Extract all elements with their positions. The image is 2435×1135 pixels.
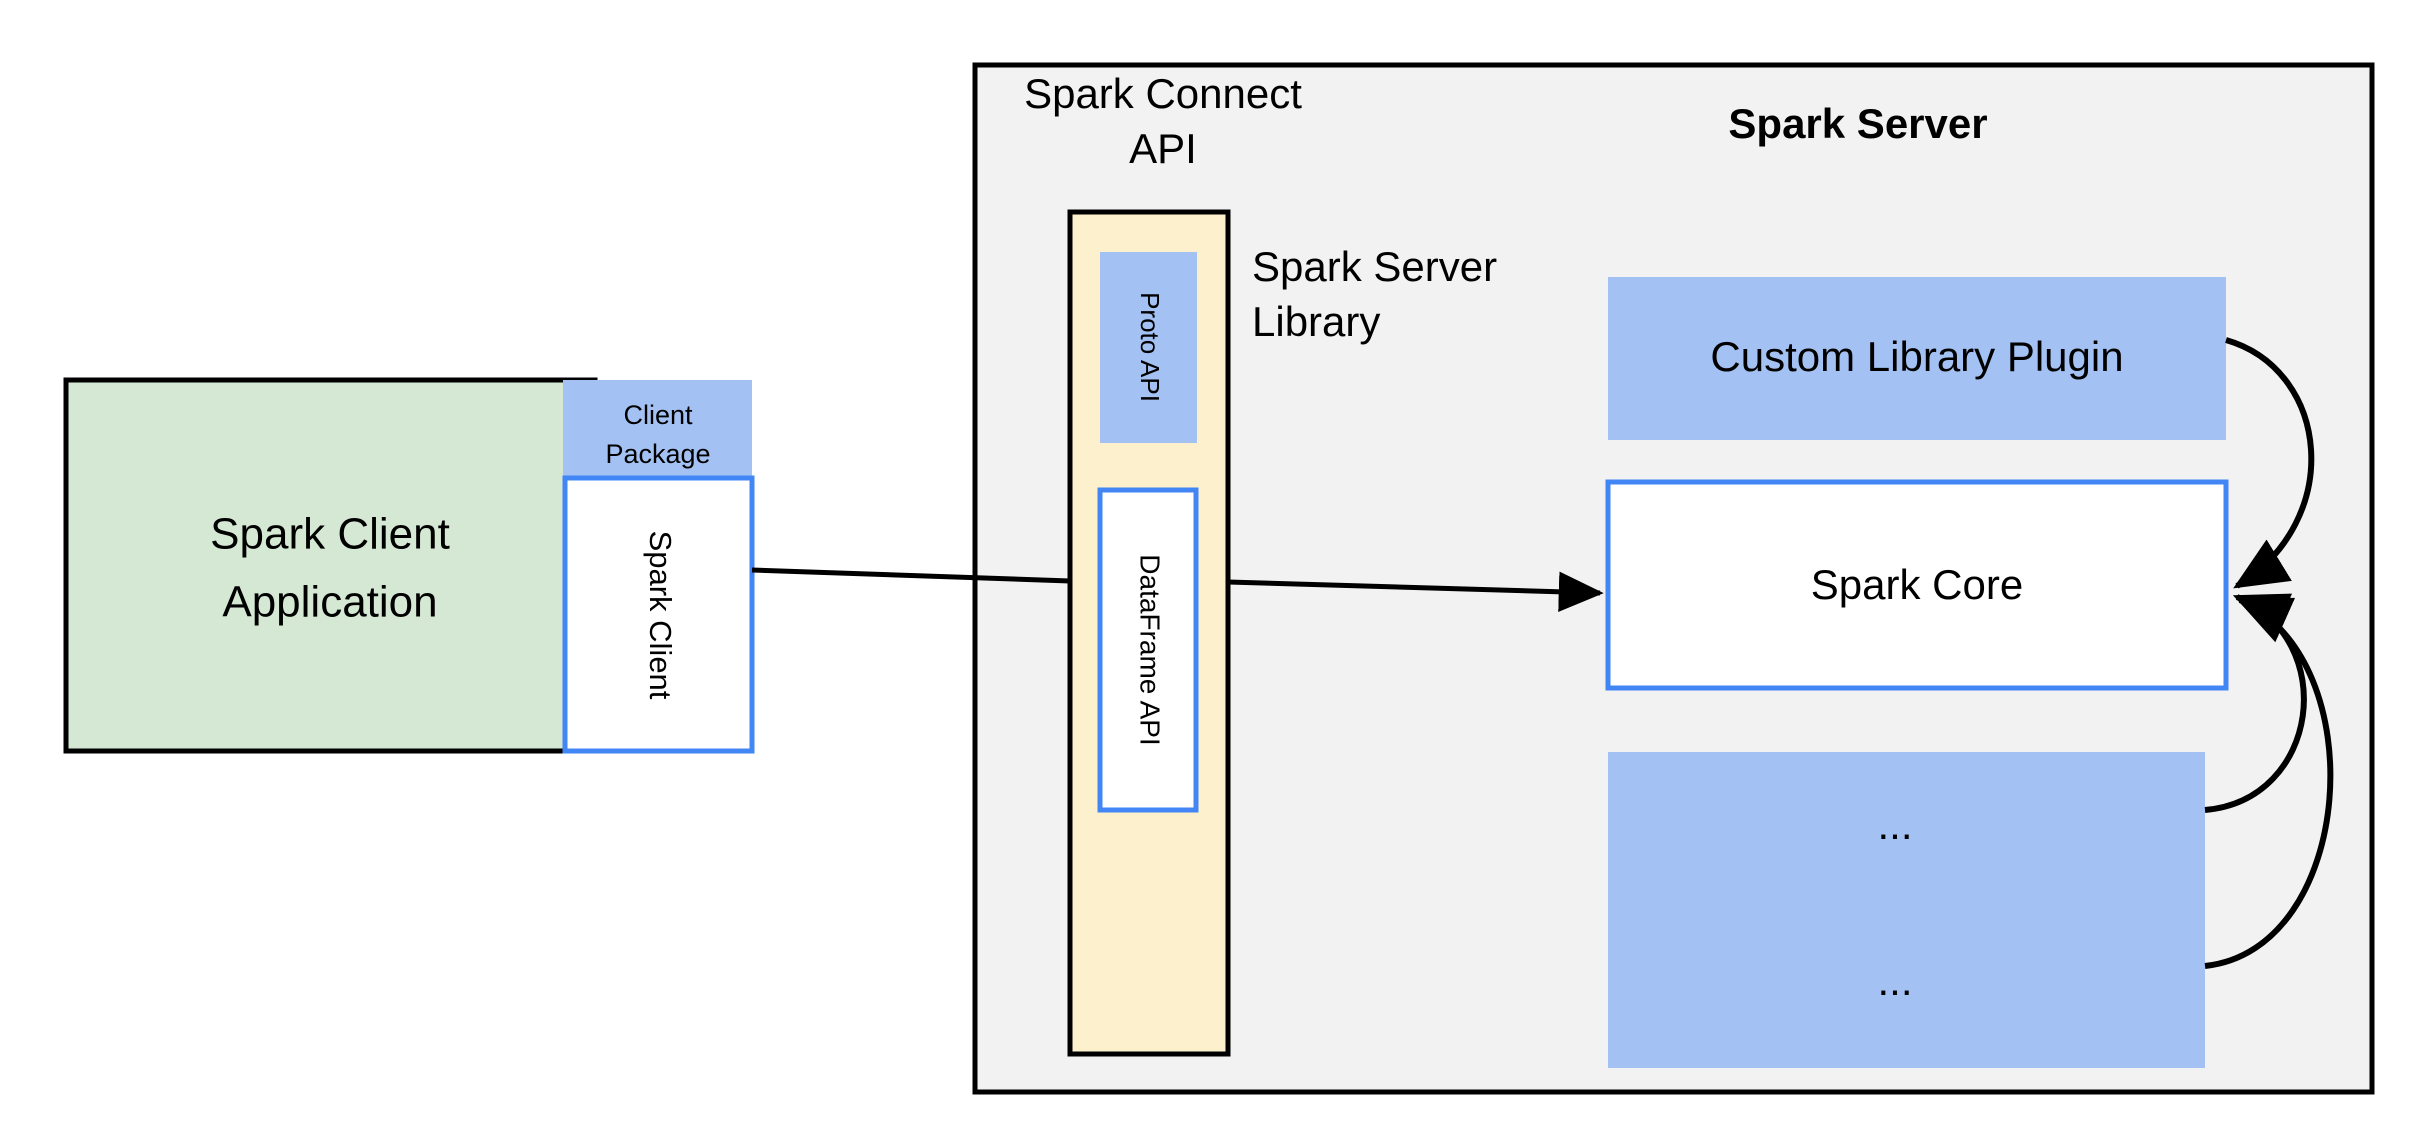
spark-client-application-box[interactable] bbox=[63, 377, 598, 754]
edge-etc-two-to-spark-core bbox=[2204, 597, 2334, 969]
spark-core-label: Spark Core bbox=[1811, 561, 2023, 608]
spark-connect-api-label-line1: Spark Connect bbox=[1024, 70, 1302, 117]
spark-client-label: Spark Client bbox=[643, 531, 678, 700]
spark-server-library-label-line1: Spark Server bbox=[1252, 243, 1497, 290]
etc-label-one: ... bbox=[1877, 801, 1912, 848]
edge-client-to-connect-api bbox=[751, 567, 1071, 584]
custom-library-plugin-box[interactable] bbox=[1608, 277, 2226, 440]
spark-client-box[interactable] bbox=[562, 475, 755, 754]
spark-client-application-label-line1: Spark Client bbox=[210, 510, 450, 559]
client-package-box[interactable] bbox=[563, 380, 752, 478]
spark-server-library-label-line2: Library bbox=[1252, 298, 1380, 345]
etc-box-two[interactable] bbox=[1608, 907, 2205, 1068]
edge-connect-api-to-spark-core bbox=[1227, 571, 1604, 613]
dataframe-api-box[interactable] bbox=[1097, 487, 1199, 813]
etc-box-one[interactable] bbox=[1608, 752, 2205, 910]
spark-connect-api-label-line2: API bbox=[1129, 125, 1197, 172]
proto-api-label: Proto API bbox=[1135, 292, 1165, 402]
proto-api-box[interactable] bbox=[1100, 252, 1197, 443]
client-package-label-line2: Package bbox=[605, 439, 710, 469]
dataframe-api-label: DataFrame API bbox=[1135, 554, 1166, 745]
etc-label-two: ... bbox=[1877, 957, 1912, 1004]
custom-library-plugin-label: Custom Library Plugin bbox=[1710, 333, 2123, 380]
spark-client-application-label-line2: Application bbox=[222, 578, 437, 627]
spark-server-title: Spark Server bbox=[1728, 100, 1987, 147]
spark-core-box[interactable] bbox=[1605, 479, 2229, 691]
client-package-label-line1: Client bbox=[623, 400, 693, 430]
edge-custom-library-plugin-to-spark-core bbox=[2225, 337, 2315, 589]
